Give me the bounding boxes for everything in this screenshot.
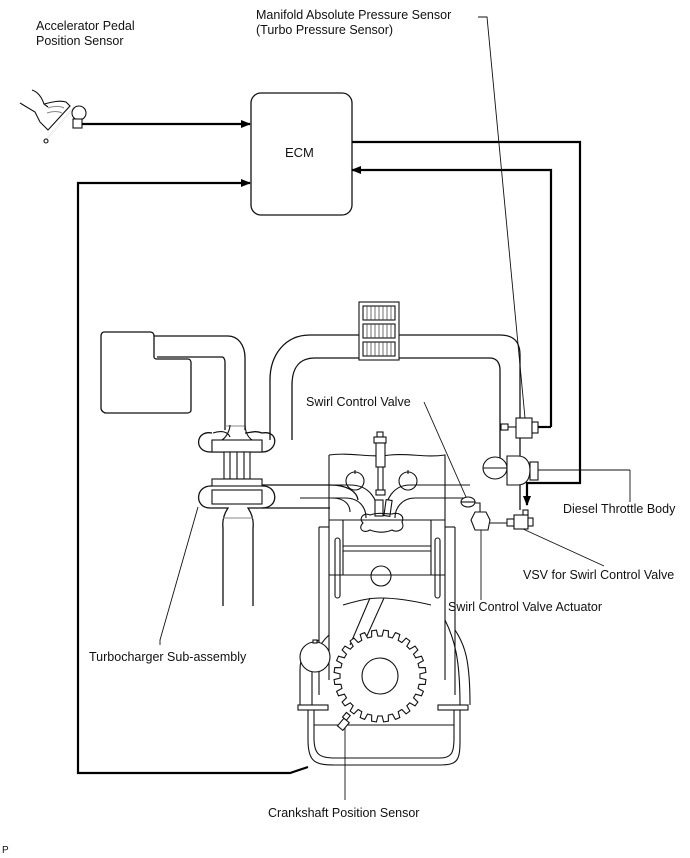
map-sensor-icon	[500, 417, 539, 439]
ecm-output-wire	[352, 140, 582, 506]
diesel-throttle-body-label: Diesel Throttle Body	[563, 502, 676, 516]
accelerator-pedal-label: Accelerator Pedal Position Sensor	[36, 19, 135, 49]
intercooler-icon	[358, 301, 400, 361]
vsv-icon	[506, 509, 534, 530]
exhaust-pipe	[262, 484, 359, 509]
swirl-actuator-label: Swirl Control Valve Actuator	[448, 600, 602, 614]
vsv-leader	[522, 528, 605, 567]
pump-icon	[299, 639, 331, 673]
swirl-control-valve-icon	[460, 496, 481, 512]
turbocharger-icon	[197, 424, 276, 606]
map-sensor-label: Manifold Absolute Pressure Sensor (Turbo…	[256, 8, 451, 38]
map-sensor-label-line2: (Turbo Pressure Sensor)	[256, 23, 394, 37]
vsv-swirl-label: VSV for Swirl Control Valve	[523, 568, 675, 582]
engine-block	[297, 512, 471, 766]
air-cleaner-icon	[100, 331, 246, 430]
swirl-actuator-icon	[470, 511, 507, 531]
ecm-box	[250, 92, 353, 216]
map-sensor-label-line1: Manifold Absolute Pressure Sensor	[256, 8, 452, 22]
swirl-valve-leader	[423, 401, 467, 498]
map-signal-wire	[351, 166, 553, 427]
injector-icon	[373, 431, 393, 517]
intake-pipe	[269, 334, 521, 510]
ckp-signal-wire	[76, 179, 309, 775]
crankshaft-position-sensor-icon	[336, 711, 352, 732]
swirl-control-valve-label: Swirl Control Valve	[306, 395, 411, 409]
accelerator-pedal-label-line1: Accelerator Pedal	[36, 19, 135, 33]
ecm-label: ECM	[285, 145, 314, 160]
map-sensor-leader	[478, 16, 526, 419]
accelerator-pedal-icon	[19, 89, 87, 144]
figure-code: P	[2, 845, 9, 856]
throttle-body-icon	[482, 455, 630, 486]
crankshaft-sensor-label: Crankshaft Position Sensor	[268, 806, 420, 820]
turbo-leader	[159, 506, 199, 645]
turbocharger-label: Turbocharger Sub-assembly	[89, 650, 247, 664]
crankshaft-gear-icon	[333, 629, 427, 723]
accelerator-pedal-label-line2: Position Sensor	[36, 34, 124, 48]
